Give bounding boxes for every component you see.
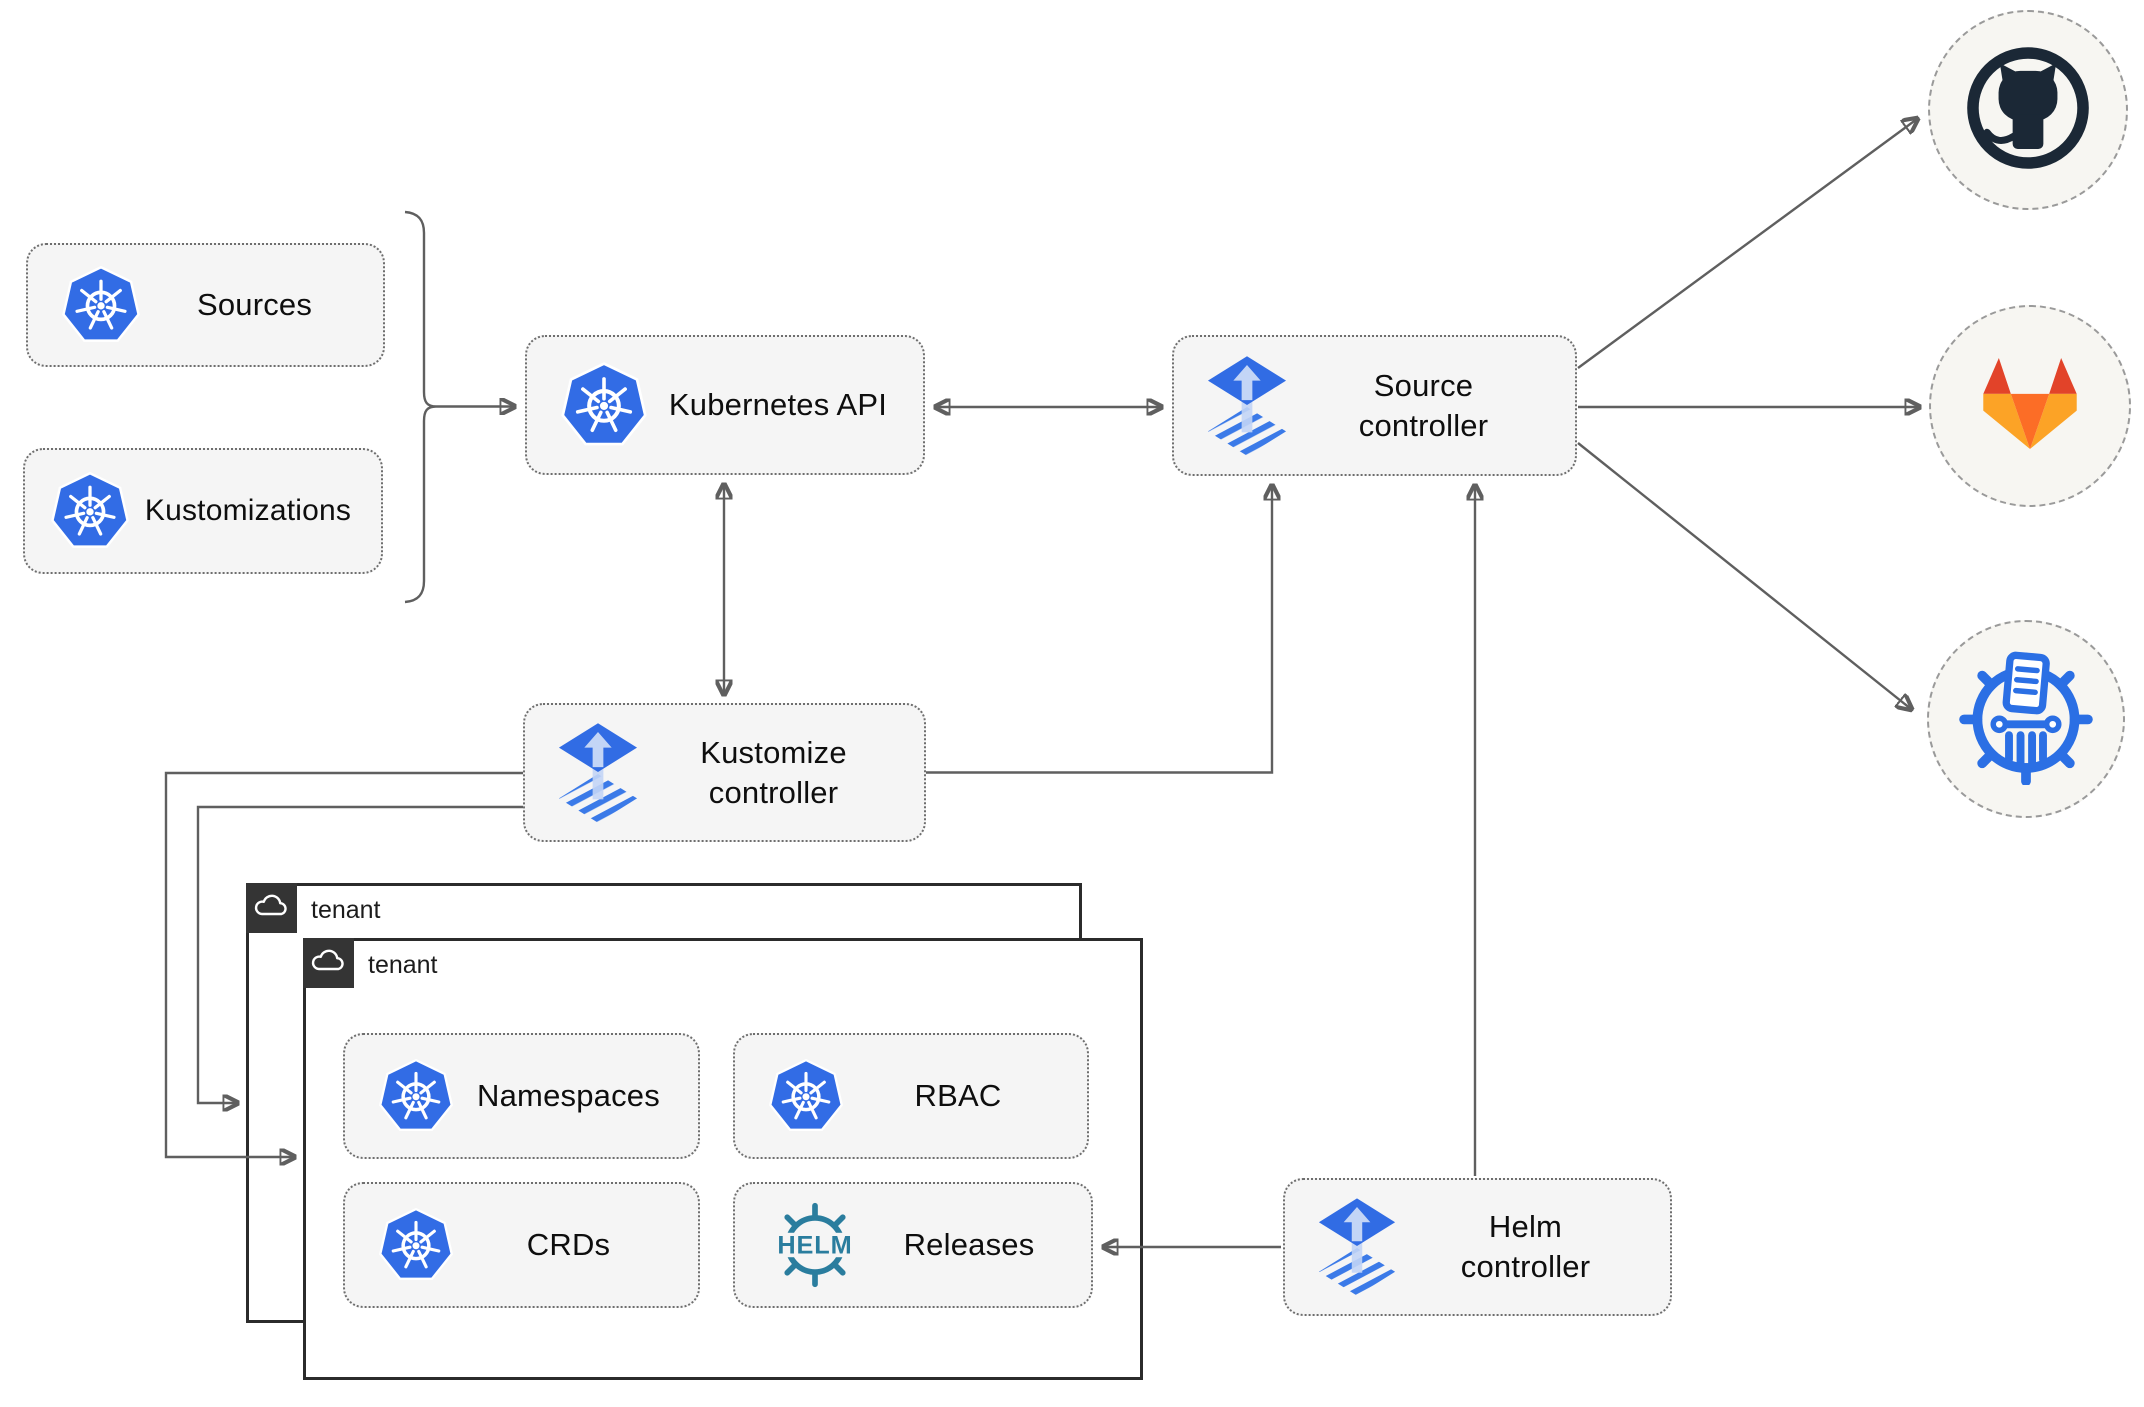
kubernetes-icon <box>377 1206 455 1284</box>
edge-source-controller-github <box>1577 119 1917 369</box>
tenant-outer-label: tenant <box>311 896 381 924</box>
node-sources: Sources <box>26 243 385 367</box>
helm-icon: HELM <box>767 1201 863 1289</box>
flux-icon <box>1206 354 1288 458</box>
node-crds: CRDs <box>343 1182 700 1308</box>
node-label: RBAC <box>914 1078 1002 1114</box>
node-label: Releases <box>903 1227 1035 1263</box>
node-source-controller: Source controller <box>1172 335 1577 476</box>
tenant-inner-label: tenant <box>368 951 438 979</box>
node-label: Sources <box>196 287 313 323</box>
node-kubernetes-api: Kubernetes API <box>525 335 925 475</box>
node-rbac: RBAC <box>733 1033 1089 1159</box>
kubernetes-icon <box>767 1057 845 1135</box>
github-icon <box>1964 44 2092 177</box>
bracket-sources-kustomizations <box>404 210 437 604</box>
node-label: Source controller <box>1358 367 1489 443</box>
gitlab-icon <box>1970 352 2090 460</box>
edge-source-controller-chart-repository <box>1577 442 1911 709</box>
tenant-outer-tab <box>246 883 297 933</box>
node-label: Kustomize controller <box>700 734 847 810</box>
node-label: Helm controller <box>1460 1209 1591 1284</box>
endpoint-gitlab <box>1929 305 2131 507</box>
flux-icon <box>557 721 639 825</box>
node-label: Kubernetes API <box>668 387 888 423</box>
tenant-inner-tab <box>303 938 354 988</box>
node-helm-controller: Helm controller <box>1283 1178 1672 1316</box>
kubernetes-icon <box>559 360 649 450</box>
node-label: Namespaces <box>477 1078 660 1114</box>
edge-kustomize-controller-source-controller <box>926 486 1272 774</box>
kubernetes-icon <box>377 1057 455 1135</box>
cloud-icon <box>253 893 290 923</box>
tenant-group-inner: tenant <box>303 938 1143 1380</box>
node-releases: HELM Releases <box>733 1182 1093 1308</box>
kubernetes-icon <box>60 264 142 346</box>
cloud-icon <box>310 948 347 978</box>
flux-icon <box>1317 1196 1397 1298</box>
endpoint-github <box>1928 10 2128 210</box>
kubernetes-icon <box>49 470 131 552</box>
node-label: CRDs <box>526 1227 611 1263</box>
chartmuseum-icon <box>1958 649 2094 790</box>
node-kustomizations: Kustomizations <box>23 448 383 574</box>
node-namespaces: Namespaces <box>343 1033 700 1159</box>
helm-icon-text: HELM <box>777 1232 852 1260</box>
node-kustomize-controller: Kustomize controller <box>523 703 926 842</box>
node-label: Kustomizations <box>144 493 352 527</box>
endpoint-chart-repository <box>1927 620 2125 818</box>
